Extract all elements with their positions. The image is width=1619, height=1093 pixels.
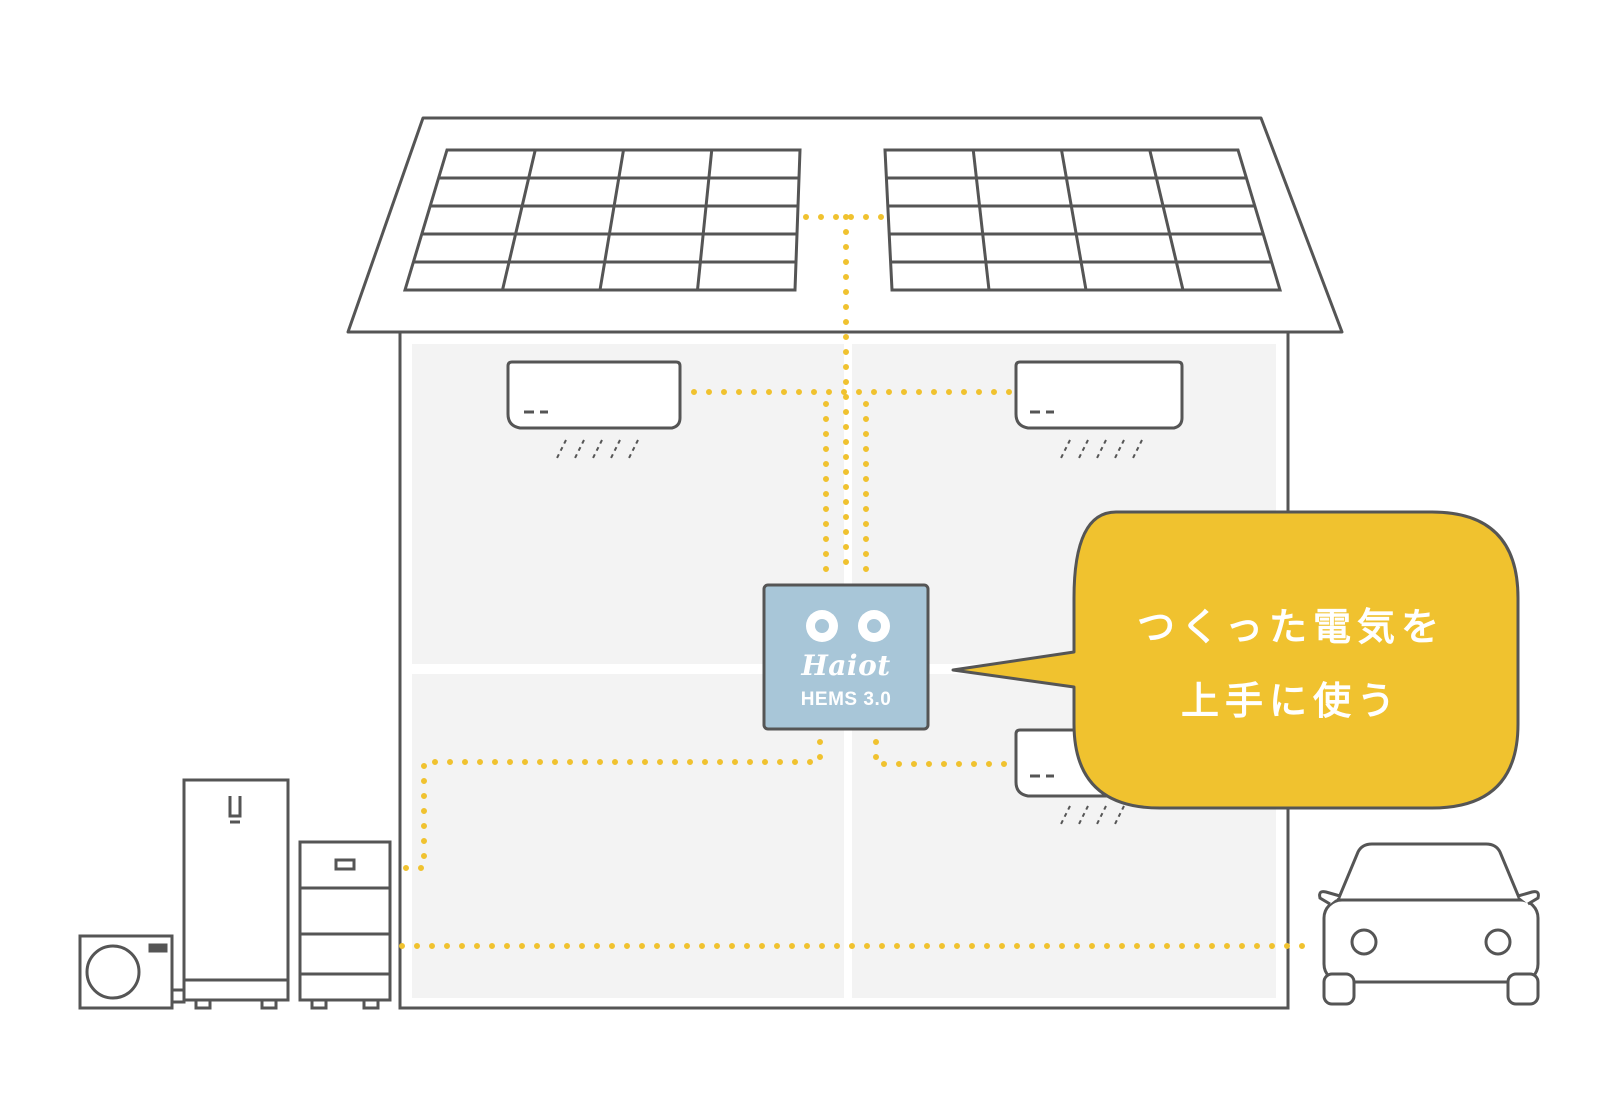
water-heater-icon — [182, 778, 290, 1010]
hems-label: Haiot HEMS 3.0 — [764, 585, 928, 729]
speech-bubble — [951, 510, 1520, 810]
heat-pump-unit-icon — [78, 934, 186, 1010]
solar-panels — [402, 148, 1283, 292]
air-conditioner-icon — [1014, 360, 1184, 461]
hems-model-label: HEMS 3.0 — [800, 689, 892, 710]
hems-brand-logo: Haiot — [801, 649, 891, 682]
wire-hems-to-battery — [399, 739, 823, 871]
solar-panel-left — [402, 148, 802, 292]
air-conditioner-icon — [506, 360, 682, 461]
solar-panel-right — [883, 148, 1283, 292]
hems-controller — [762, 583, 930, 731]
power-wires — [399, 214, 1313, 949]
speech-bubble-line-1: つくった電気を — [1136, 605, 1445, 649]
speech-bubble-line-2: 上手に使う — [1180, 679, 1401, 723]
electric-car-icon — [1318, 842, 1540, 1006]
speech-bubble-text: つくった電気を 上手に使う — [1074, 590, 1508, 738]
storage-battery-icon — [298, 840, 392, 1010]
roof — [346, 116, 1344, 334]
